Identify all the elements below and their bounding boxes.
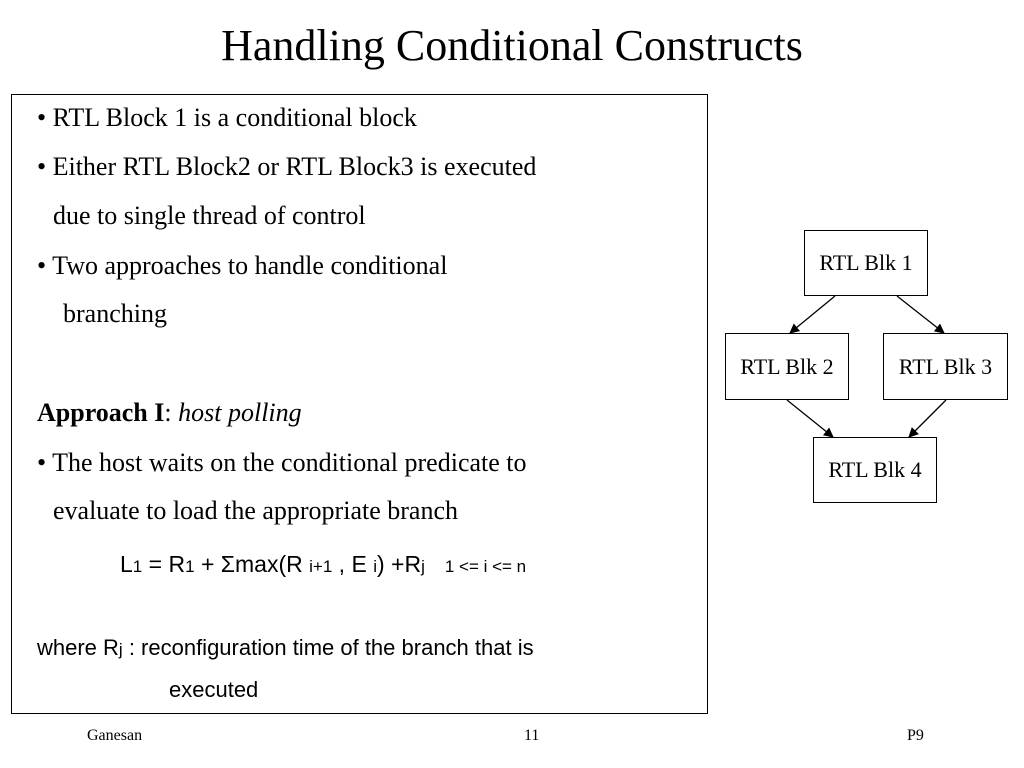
where-line: where Rj : reconfiguration time of the b… <box>37 632 534 666</box>
arrow-blk1-to-blk3 <box>896 295 945 334</box>
formula-l-sub: 1 <box>132 557 143 576</box>
formula-range: 1 <= i <= n <box>444 557 527 576</box>
footer-page-number: 11 <box>524 727 540 744</box>
footer-author: Ganesan <box>87 727 143 744</box>
bullet-two-approaches-cont: branching <box>63 299 167 328</box>
where-text: : reconfiguration time of the branch tha… <box>122 635 534 660</box>
slide-title: Handling Conditional Constructs <box>221 21 803 70</box>
formula-rj-sub: j <box>421 557 425 576</box>
where-continuation: executed <box>169 677 259 702</box>
bullet-host-waits: • The host waits on the conditional pred… <box>37 448 527 477</box>
rtl-block-1: RTL Blk 1 <box>804 230 928 296</box>
rtl-block-2: RTL Blk 2 <box>725 333 849 400</box>
footer-code: P9 <box>907 727 924 744</box>
arrow-blk3-to-blk4 <box>908 399 947 438</box>
formula-ei-sub: i <box>373 557 377 576</box>
bullet-either-block: • Either RTL Block2 or RTL Block3 is exe… <box>37 152 537 181</box>
formula-r1-sub: 1 <box>185 557 195 576</box>
formula-sum: + Σmax(R <box>194 551 310 577</box>
formula-e: , E <box>332 551 374 577</box>
bullet-two-approaches: • Two approaches to handle conditional <box>37 251 448 280</box>
bullet-either-block-cont: due to single thread of control <box>53 201 366 230</box>
approach-separator: : <box>164 398 179 427</box>
formula-l: L <box>120 551 133 577</box>
approach-name: host polling <box>178 398 302 427</box>
formula-eq: = R <box>142 551 186 577</box>
content-box <box>11 94 708 714</box>
rtl-block-3: RTL Blk 3 <box>883 333 1008 400</box>
bullet-conditional-block: • RTL Block 1 is a conditional block <box>37 103 417 132</box>
arrow-blk1-to-blk2 <box>789 295 836 334</box>
arrow-blk2-to-blk4 <box>786 399 834 438</box>
approach-heading: Approach I: host polling <box>37 397 302 429</box>
bullet-host-waits-cont: evaluate to load the appropriate branch <box>53 496 458 525</box>
where-prefix: where R <box>37 635 119 660</box>
where-sub: j <box>118 640 123 659</box>
approach-label: Approach I <box>37 398 165 427</box>
rtl-block-4: RTL Blk 4 <box>813 437 937 503</box>
formula-rj: ) +R <box>376 551 422 577</box>
formula-ri-sub: i+1 <box>309 557 333 576</box>
